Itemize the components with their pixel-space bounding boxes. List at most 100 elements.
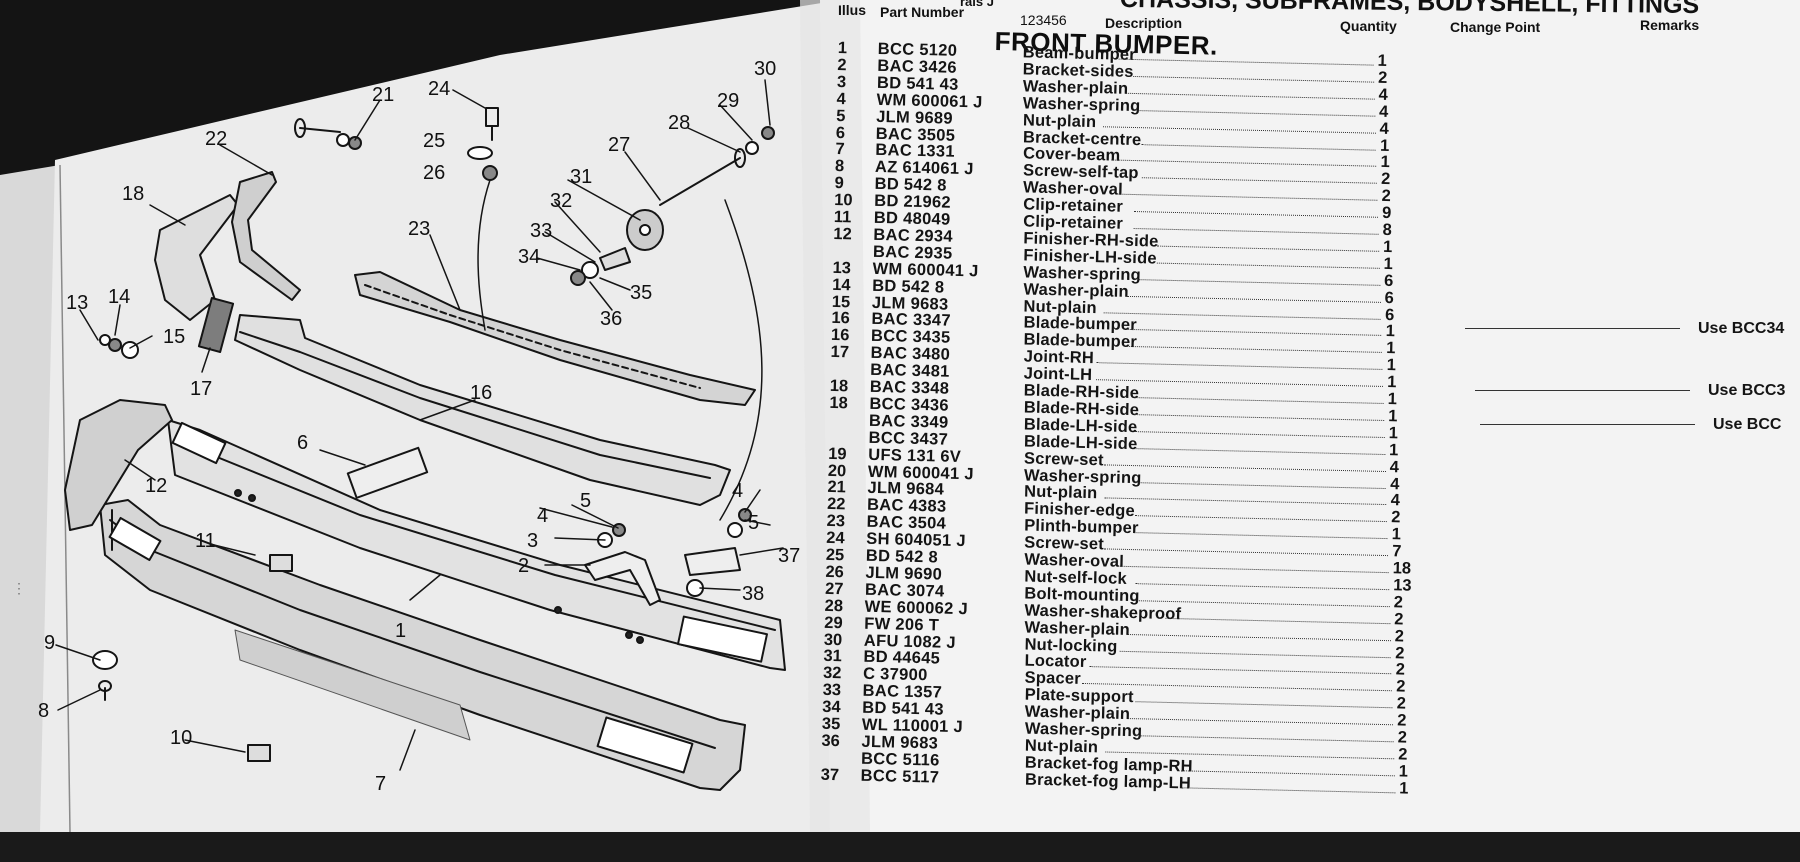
illus-cell: 19 [828,445,868,463]
callout-number: 11 [195,530,216,553]
callout-number: 17 [190,378,212,401]
callout-number: 23 [408,218,430,241]
callout-number: 4 [537,505,548,528]
quantity-cell: 4 [1379,103,1399,120]
change-point-line [1475,390,1690,391]
callout-number: 1 [395,620,406,643]
illus-cell: 4 [836,91,876,109]
callout-number: 10 [170,727,192,750]
quantity-cell: 1 [1399,763,1419,780]
quantity-cell: 4 [1390,493,1410,510]
illus-cell: 2 [837,57,877,75]
quantity-cell: 6 [1384,290,1404,307]
callout-number: 28 [668,112,690,135]
callout-number: 4 [732,480,743,503]
remark-note: Use BCC3 [1475,382,1785,400]
illus-cell: 37 [820,766,860,784]
quantity-cell: 7 [1392,543,1412,560]
quantity-cell: 18 [1392,560,1412,577]
blade-bumper-drawing [235,315,730,505]
callout-number: 24 [428,78,450,101]
callout-number: 12 [145,475,167,498]
quantity-cell: 1 [1399,780,1419,797]
callout-number: 14 [108,286,130,309]
callout-number: 3 [527,530,538,553]
quantity-cell: 4 [1379,120,1399,137]
quantity-cell: 2 [1398,746,1418,763]
callout-number: 6 [297,432,308,455]
header-illus: Illus [838,2,866,18]
quantity-cell: 2 [1398,729,1418,746]
illus-cell [829,429,869,430]
quantity-cell: 4 [1390,476,1410,493]
callout-number: 2 [518,555,529,578]
quantity-cell: 1 [1387,391,1407,408]
callout-number: 27 [608,134,630,157]
callout-number: 37 [778,545,800,568]
quantity-cell: 1 [1386,340,1406,357]
callout-number: 5 [748,512,759,535]
change-point-line [1480,424,1695,425]
banner-left: rais J [960,0,994,9]
illus-cell: 13 [832,260,872,278]
remark-text: Use BCC [1713,416,1781,433]
header-code: 123456 [1020,12,1067,28]
part-number-cell: BCC 5117 [860,767,1040,788]
quantity-cell: 1 [1383,256,1403,273]
header-quantity: Quantity [1340,18,1397,34]
remark-text: Use BCC3 [1708,382,1785,399]
remark-note: Use BCC34 [1465,320,1784,338]
header-part-number: Part Number [880,4,964,20]
illus-cell: 28 [824,598,864,616]
callout-number: 8 [38,700,49,723]
quantity-cell: 1 [1385,323,1405,340]
illus-cell: 3 [837,74,877,92]
quantity-cell: 2 [1394,611,1414,628]
quantity-cell: 1 [1389,442,1409,459]
bracket-centre-6 [348,448,427,498]
bracket-fog-37 [685,548,740,575]
wire-center [478,180,490,330]
quantity-cell: 6 [1384,273,1404,290]
illus-cell: 29 [824,614,864,632]
quantity-cell: 1 [1380,137,1400,154]
quantity-cell: 2 [1397,712,1417,729]
quantity-cell: 2 [1393,594,1413,611]
finisher-edge-22 [232,172,300,300]
callout-number: 13 [66,292,88,315]
quantity-cell: 2 [1396,696,1416,713]
quantity-cell: 4 [1389,459,1409,476]
callout-number: 33 [530,220,552,243]
callout-number: 36 [600,308,622,331]
callout-number: 15 [163,326,185,349]
callout-number: 32 [550,190,572,213]
quantity-cell: 1 [1377,53,1397,70]
quantity-cell: 13 [1393,577,1413,594]
quantity-cell: 1 [1386,357,1406,374]
quantity-cell: 9 [1382,205,1402,222]
callout-number: 22 [205,128,227,151]
illus-cell: 36 [821,733,861,751]
quantity-cell: 1 [1387,374,1407,391]
callout-number: 9 [44,632,55,655]
illus-cell: 17 [830,344,870,362]
header-change-point: Change Point [1450,19,1540,35]
callout-number: 16 [470,382,492,405]
quantity-cell: 2 [1395,662,1415,679]
quantity-cell: 2 [1391,509,1411,526]
quantity-cell: 2 [1394,628,1414,645]
callout-number: 29 [717,90,739,113]
quantity-cell: 4 [1378,87,1398,104]
illus-cell: 12 [833,226,873,244]
callout-number: 31 [570,166,592,189]
quantity-cell: 2 [1378,70,1398,87]
callout-number: 38 [742,583,764,606]
callout-number: 30 [754,58,776,81]
callout-number: 35 [630,282,652,305]
quantity-cell: 2 [1396,679,1416,696]
quantity-cell: 1 [1391,526,1411,543]
binding-mark: ⋮ [12,580,26,597]
callout-number: 5 [580,490,591,513]
callout-number: 25 [423,130,445,153]
